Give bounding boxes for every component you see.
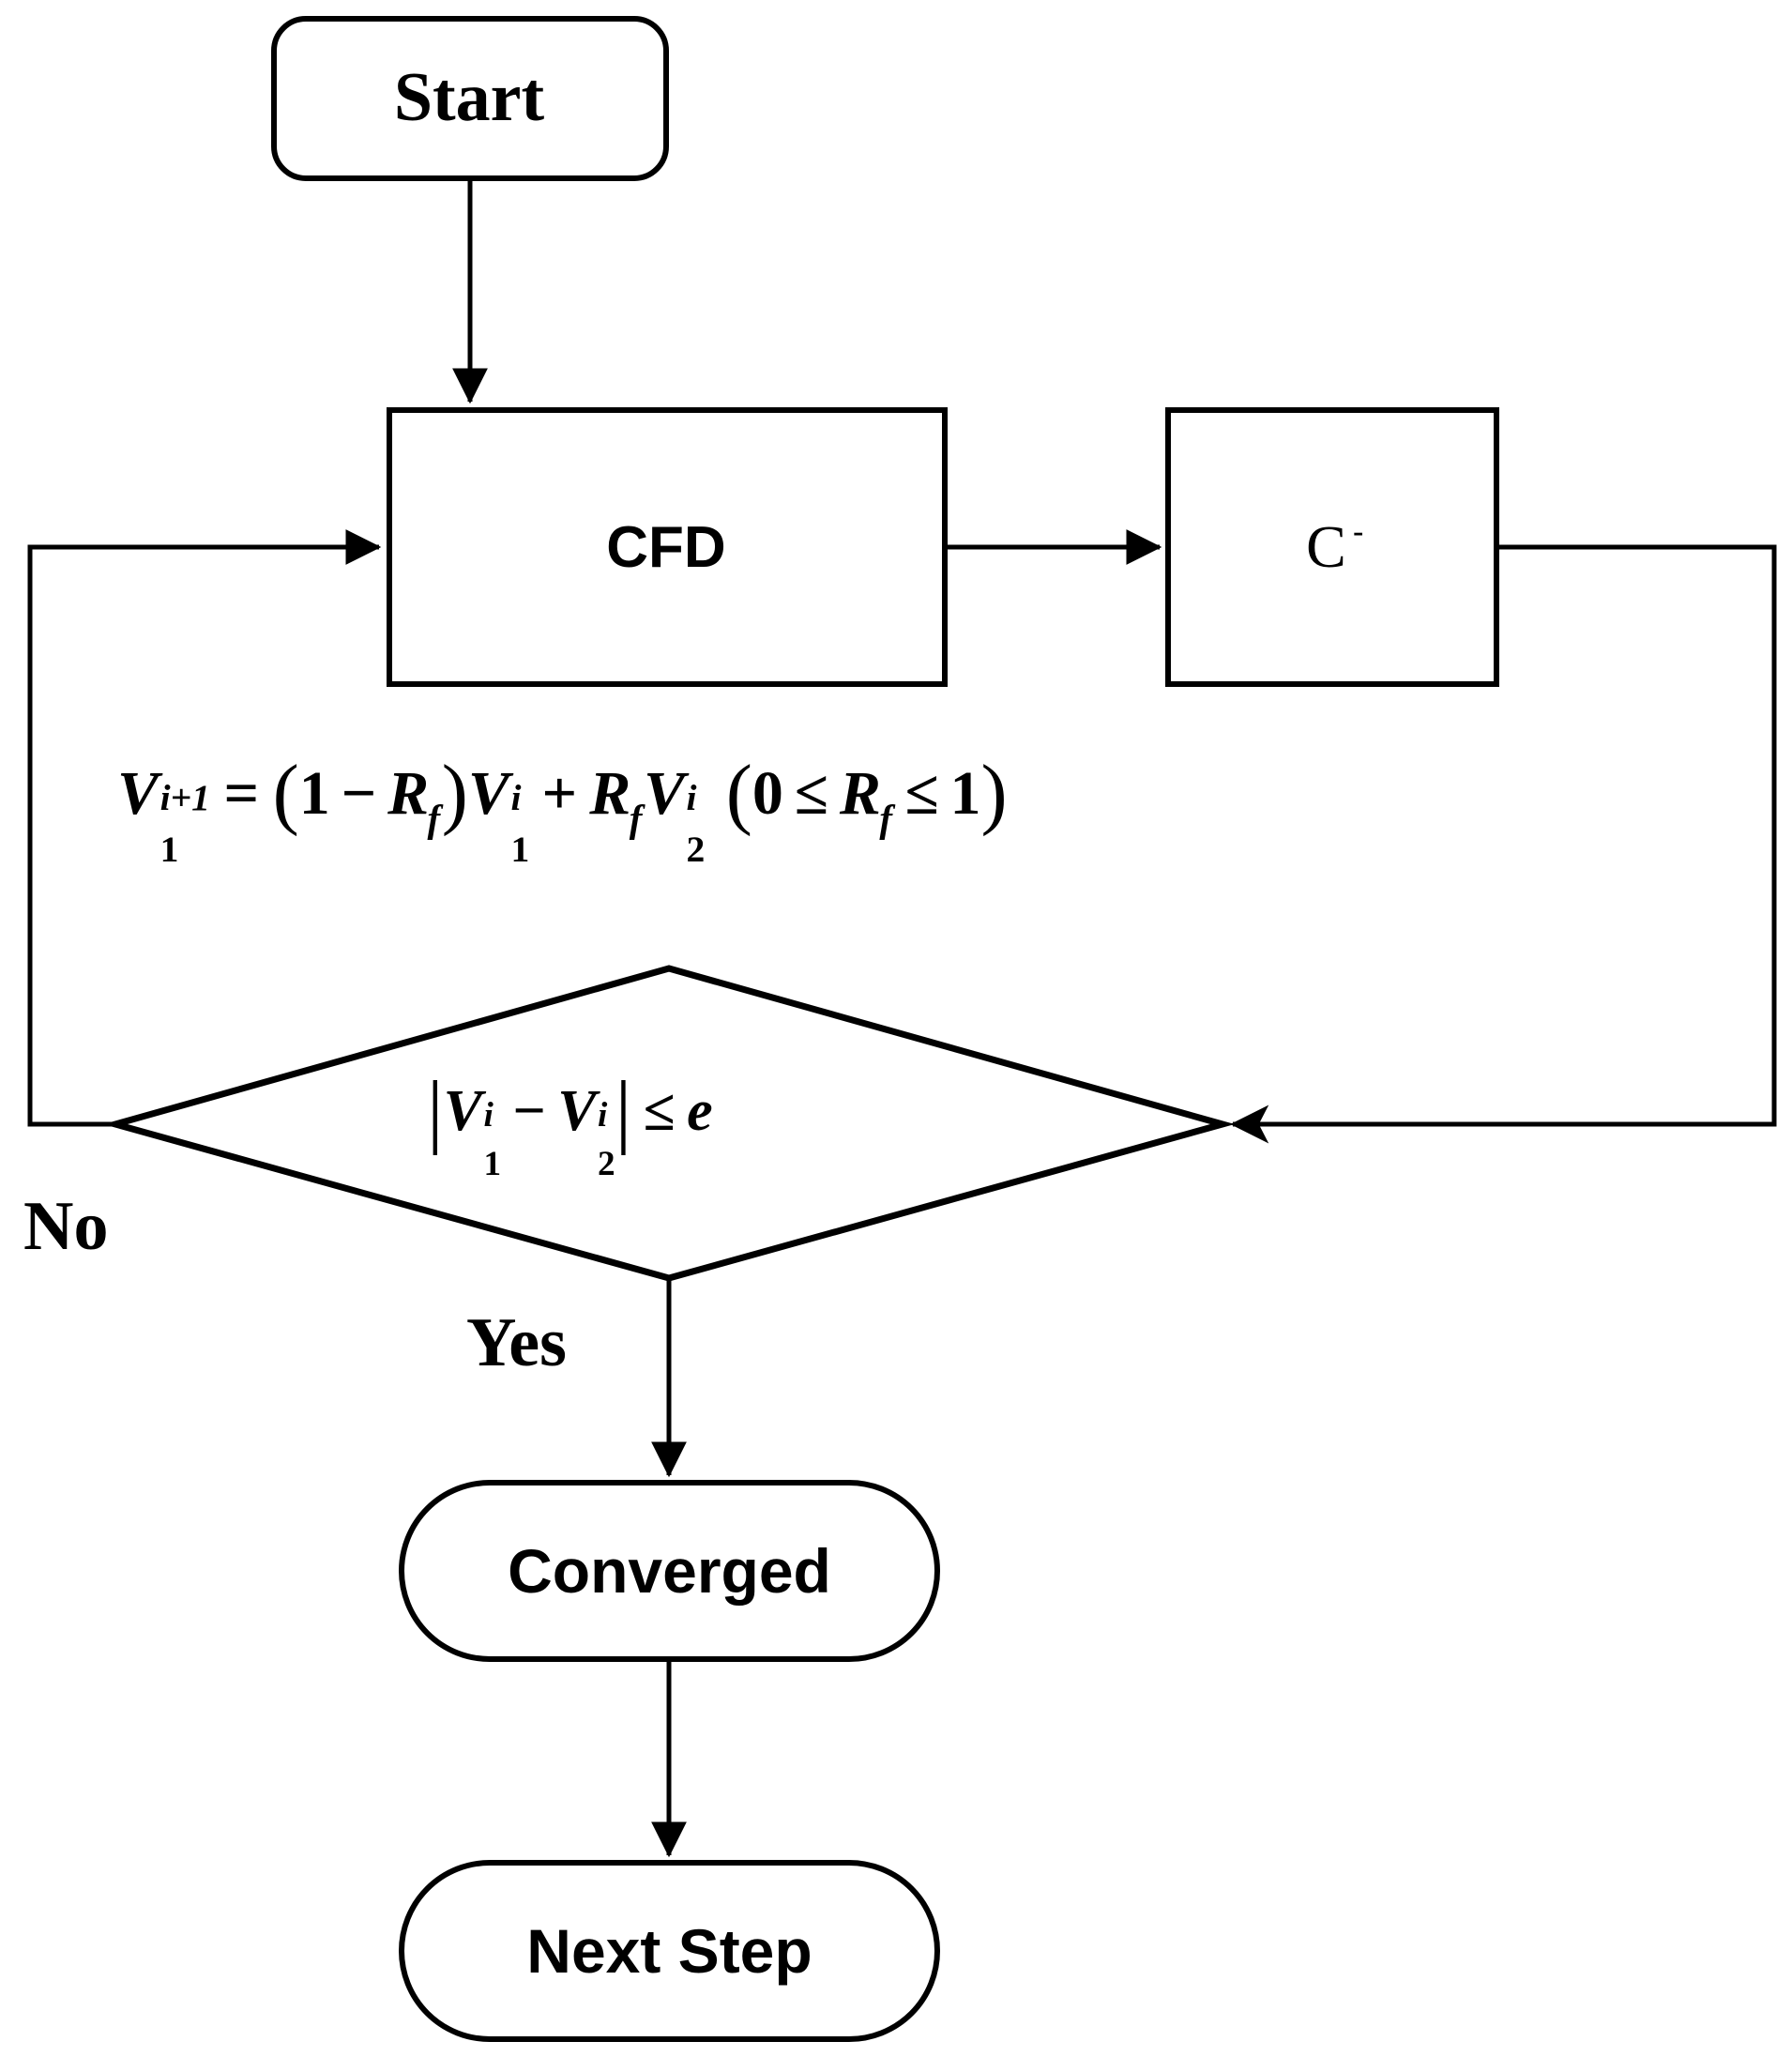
equation-one: 1 [298,759,330,828]
equation-le-1: ≤ [794,759,829,828]
equation-equals: = [223,759,260,828]
equation-rf: R [387,759,430,828]
equation-plus: + [541,759,578,828]
equation-rf2: R [589,759,631,828]
decision-v1-subscript: 1 [483,1145,502,1184]
equation-minus: − [341,759,377,828]
equation-rf-subscript: f [427,798,441,841]
equation-v1: V [467,759,509,828]
equation-lhs-subscript: 1 [159,829,179,871]
equation-range-close-paren: ) [980,749,1008,837]
node-converged-shape [399,1480,940,1662]
edge-c-to-decision [1230,544,1777,1144]
equation-le-2: ≤ [904,759,939,828]
decision-v1: V [443,1079,482,1143]
equation-range-open-paren: ( [725,749,752,837]
decision-abs-open: | [427,1064,444,1156]
edge-label-yes: Yes [466,1304,567,1381]
decision-le: ≤ [643,1079,676,1143]
equation-rf2-subscript: f [629,798,643,841]
equation-lhs-superscript: i+1 [159,777,210,819]
equation-lhs-var: V [117,759,159,828]
equation-open-paren: ( [272,749,299,837]
decision-v2-superscript: i [598,1096,608,1135]
node-next-step-shape [399,1860,940,2042]
node-start-shape [271,16,669,181]
equation-v2: V [643,759,685,828]
decision-v1-superscript: i [483,1096,494,1135]
node-c-shape [1165,407,1499,687]
equation-close-paren: ) [441,749,468,837]
equation-v2-subscript: 2 [686,829,706,871]
equation-v1-subscript: 1 [510,829,530,871]
decision-v2: V [557,1079,597,1143]
decision-minus: − [512,1079,546,1143]
equation-rf3-subscript: f [879,798,892,841]
decision-v2-subscript: 2 [598,1145,615,1184]
equation-rf3: R [839,759,881,828]
equation-uno: 1 [949,759,981,828]
equation-v2-superscript: i [686,777,697,819]
equation-v1-superscript: i [510,777,522,819]
decision-epsilon: e [687,1079,713,1143]
edge-decision-no-to-cfd [27,529,382,1127]
decision-abs-close: | [615,1064,632,1156]
node-cfd-shape [387,407,948,687]
equation-zero: 0 [752,759,783,828]
edge-label-no: No [23,1188,109,1265]
